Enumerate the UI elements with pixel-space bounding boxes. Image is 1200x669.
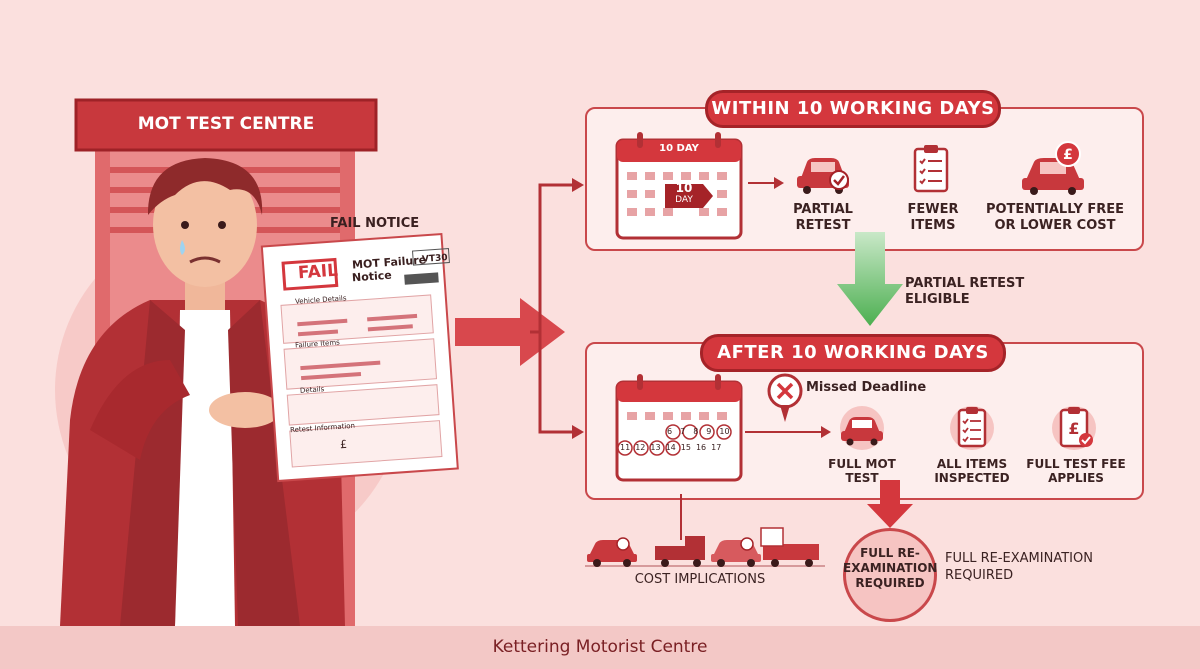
car-pound-icon: £ xyxy=(1022,141,1084,195)
re-exam-circle xyxy=(843,528,937,622)
re-exam-circle-line1: FULL RE- xyxy=(860,546,920,560)
barcode xyxy=(404,272,439,285)
car-check-icon xyxy=(797,158,849,194)
notice-currency: £ xyxy=(339,437,348,452)
after-item-2-line1: ALL ITEMS xyxy=(936,457,1008,471)
after-item-1-line2: TEST xyxy=(845,471,879,485)
within-item-3-line1: POTENTIALLY FREE xyxy=(985,202,1125,217)
missed-deadline-icon xyxy=(767,373,803,422)
overdue-day: 6 xyxy=(667,427,673,436)
fail-notice-label: FAIL NOTICE xyxy=(330,216,420,231)
after-item-3-line2: APPLIES xyxy=(1048,471,1104,485)
svg-text:£: £ xyxy=(1063,147,1073,163)
overdue-day: 8 xyxy=(693,427,699,436)
re-exam-side-line1: FULL RE-EXAMINATION xyxy=(945,551,1093,566)
overdue-day: 17 xyxy=(711,443,722,452)
transition-line1: PARTIAL RETEST xyxy=(905,276,1025,291)
footer-brand: Kettering Motorist Centre xyxy=(0,626,1200,669)
calendar-overdue-icon xyxy=(615,374,743,482)
calendar-badge-word: DAY xyxy=(675,195,693,205)
fail-stamp-box xyxy=(281,257,339,291)
flow-arrow-right xyxy=(455,298,565,366)
tow-trucks-illustration xyxy=(585,527,825,567)
failure-notice-paper xyxy=(260,232,459,483)
centre-sign-board xyxy=(74,98,378,152)
re-exam-circle-line3: REQUIRED xyxy=(855,576,925,590)
overdue-day: 14 xyxy=(665,443,676,452)
transition-line2: ELIGIBLE xyxy=(905,292,970,307)
overdue-day: 11 xyxy=(620,443,631,452)
pound-clipboard-icon: £ xyxy=(1052,406,1096,450)
overdue-row2: 11 12 13 14 15 16 17 xyxy=(620,443,744,452)
after-banner: AFTER 10 WORKING DAYS xyxy=(700,334,1006,372)
branch-connector xyxy=(530,183,580,434)
svg-text:£: £ xyxy=(1068,419,1079,438)
calendar-10-day-icon xyxy=(615,132,743,240)
overdue-day: 12 xyxy=(635,443,646,452)
green-down-arrow xyxy=(837,232,903,326)
calendar-header-text: 10 DAY xyxy=(659,143,699,154)
notice-code: VT30 xyxy=(421,253,448,265)
after-flow-arrow xyxy=(745,426,831,438)
within-flow-arrow xyxy=(748,177,784,189)
tear-icon xyxy=(180,240,185,255)
calendar-badge-num: 10 xyxy=(675,181,693,195)
overdue-row1: 6 7 8 9 10 xyxy=(667,427,747,436)
within-item-2-line1: FEWER xyxy=(907,202,959,217)
within-item-1-line1: PARTIAL xyxy=(793,202,853,217)
within-item-1-line2: RETEST xyxy=(795,218,851,233)
checklist-icon xyxy=(913,145,949,193)
within-banner: WITHIN 10 WORKING DAYS xyxy=(705,90,1001,128)
overdue-day: 15 xyxy=(680,443,691,452)
clipboard-checklist-icon xyxy=(950,406,994,450)
red-down-arrow xyxy=(867,480,913,528)
cost-connector xyxy=(680,494,682,540)
fail-stamp-text: FAIL xyxy=(297,260,339,284)
re-exam-side-line2: REQUIRED xyxy=(945,568,1014,583)
re-exam-circle-line2: EXAMINATION xyxy=(843,561,938,575)
overdue-day: 13 xyxy=(650,443,661,452)
overdue-day: 16 xyxy=(695,443,707,452)
notice-section-details: Details xyxy=(299,385,325,395)
man-figure xyxy=(60,158,448,626)
mot-centre-illustration xyxy=(55,98,584,626)
man-head xyxy=(153,163,257,287)
missed-deadline-text: Missed Deadline xyxy=(806,380,927,395)
within-item-2-line2: ITEMS xyxy=(910,218,956,233)
after-item-3-line1: FULL TEST FEE xyxy=(1026,457,1126,471)
cost-implications-text: COST IMPLICATIONS xyxy=(634,572,766,587)
after-item-1-line1: FULL MOT xyxy=(828,457,896,471)
overdue-day: 7 xyxy=(680,427,686,436)
notice-title-line2: Notice xyxy=(351,268,393,285)
car-icon xyxy=(840,406,884,450)
after-item-2-line2: INSPECTED xyxy=(934,471,1010,485)
overdue-day: 9 xyxy=(706,427,712,436)
within-item-3-line2: OR LOWER COST xyxy=(994,218,1116,233)
centre-sign-text: MOT TEST CENTRE xyxy=(137,114,315,134)
overdue-day: 10 xyxy=(719,427,730,436)
